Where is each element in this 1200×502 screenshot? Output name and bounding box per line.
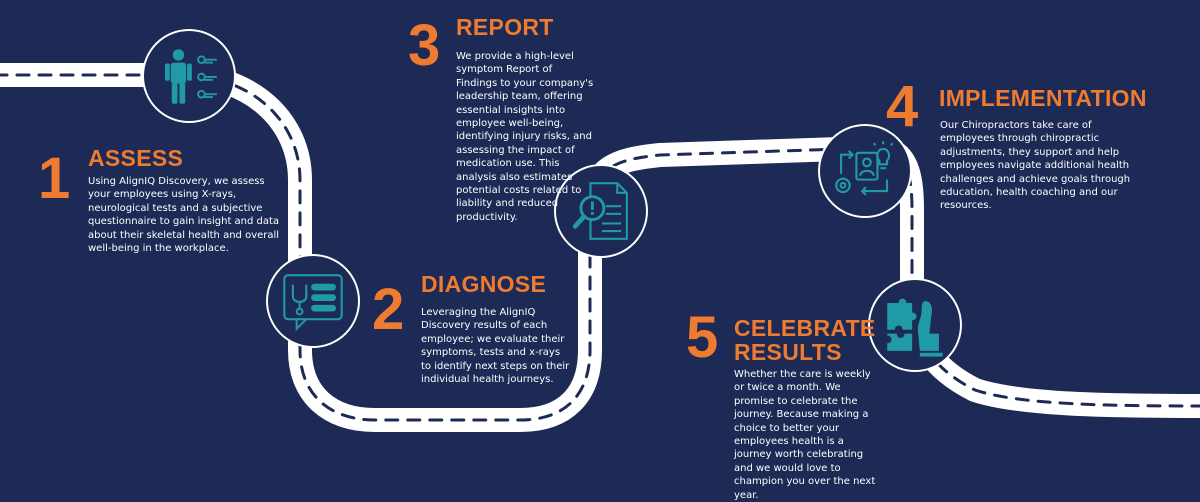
step-5-title: CELEBRATE RESULTS <box>734 315 876 366</box>
step-5-number: 5 <box>686 305 719 370</box>
step-3-description: We provide a high-level symptom Report o… <box>456 51 594 223</box>
step-4-title: IMPLEMENTATION <box>939 85 1147 111</box>
step-1-description: Using AlignIQ Discovery, we assess your … <box>88 176 280 255</box>
step-4-description: Our Chiropractors take care of employees… <box>940 120 1131 212</box>
step-3-number: 3 <box>408 13 441 78</box>
step-2-description: Leveraging the AlignIQ Discovery results… <box>421 307 570 386</box>
step-1-number: 1 <box>38 146 71 211</box>
assess-icon-circle <box>142 29 236 123</box>
report-magnifier-icon <box>572 182 628 240</box>
implementation-icon-circle <box>818 124 912 218</box>
stethoscope-chat-icon <box>283 274 343 332</box>
step-1-title: ASSESS <box>88 145 184 171</box>
journey-infographic: 1 ASSESS Using AlignIQ Discovery, we ass… <box>0 13 1200 501</box>
puzzle-hand-icon <box>887 298 943 357</box>
person-search-icon <box>165 49 217 104</box>
step-2-number: 2 <box>372 277 405 342</box>
step-3-title: REPORT <box>456 14 554 40</box>
implementation-cycle-icon <box>835 141 894 196</box>
celebrate-icon-circle <box>868 278 962 372</box>
diagnose-icon-circle <box>266 254 360 348</box>
step-2-title: DIAGNOSE <box>421 271 547 297</box>
step-5-description: Whether the care is weekly or twice a mo… <box>734 369 876 501</box>
step-4-number: 4 <box>886 74 919 139</box>
report-icon-circle <box>554 164 648 258</box>
